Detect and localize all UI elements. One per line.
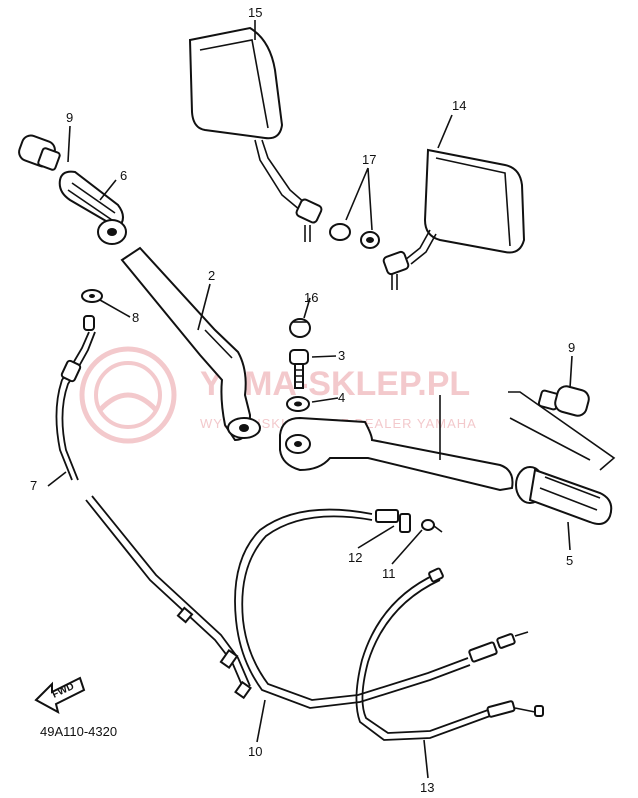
callout-5: 5 bbox=[566, 553, 573, 568]
grip-right bbox=[515, 466, 613, 525]
cable-7 bbox=[55, 315, 252, 700]
callout-14: 14 bbox=[452, 98, 466, 113]
callout-9-right: 9 bbox=[568, 340, 575, 355]
handlebar-right-half bbox=[279, 416, 514, 492]
callout-2: 2 bbox=[208, 268, 215, 283]
callout-labels: 15 14 17 9 6 2 8 7 16 3 4 9 5 12 11 10 1… bbox=[30, 5, 575, 795]
washer-4 bbox=[286, 396, 310, 412]
mirror-left bbox=[188, 26, 323, 242]
callout-11: 11 bbox=[382, 566, 396, 581]
grip-left bbox=[58, 170, 127, 245]
leader-lines bbox=[47, 20, 616, 779]
drawing-code: 49A110-4320 bbox=[40, 724, 117, 739]
cable-13 bbox=[355, 567, 544, 741]
callout-12: 12 bbox=[348, 550, 362, 565]
callout-13: 13 bbox=[420, 780, 434, 795]
handlebar-left-half bbox=[120, 246, 261, 442]
callout-10: 10 bbox=[248, 744, 262, 759]
callout-17: 17 bbox=[362, 152, 376, 167]
callout-7: 7 bbox=[30, 478, 37, 493]
callout-15: 15 bbox=[248, 5, 262, 20]
forward-direction-arrow-icon: FWD bbox=[34, 676, 86, 714]
bar-end-weight-left bbox=[18, 134, 61, 171]
callout-9-left: 9 bbox=[66, 110, 73, 125]
mirror-right bbox=[382, 148, 526, 290]
bolt-3 bbox=[289, 349, 309, 389]
bar-end-weight-right bbox=[537, 385, 590, 417]
callout-4: 4 bbox=[338, 390, 345, 405]
mirror-caps bbox=[329, 223, 380, 249]
cable-10 bbox=[234, 508, 529, 709]
clamp-8 bbox=[81, 289, 103, 303]
callout-3: 3 bbox=[338, 348, 345, 363]
watermark: YAMA-SKLEP.PL WYSZYNSKI TOMASZ DEALER YA… bbox=[79, 346, 476, 444]
callout-6: 6 bbox=[120, 168, 127, 183]
callout-8: 8 bbox=[132, 310, 139, 325]
callout-16: 16 bbox=[304, 290, 318, 305]
cap-16 bbox=[289, 318, 311, 338]
